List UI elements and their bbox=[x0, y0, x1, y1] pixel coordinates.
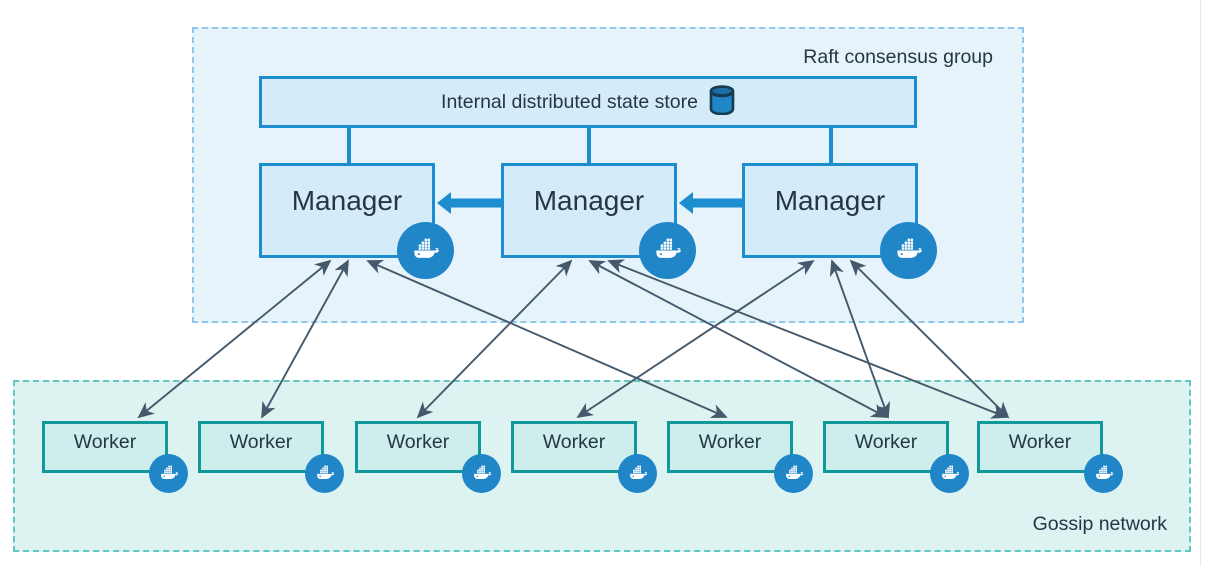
docker-whale-icon bbox=[929, 453, 969, 493]
worker-node-6[interactable]: Worker bbox=[823, 421, 949, 473]
worker-node-4[interactable]: Worker bbox=[511, 421, 637, 473]
gossip-network-label: Gossip network bbox=[1032, 513, 1167, 535]
docker-whale-icon bbox=[773, 453, 813, 493]
worker-node-7[interactable]: Worker bbox=[977, 421, 1103, 473]
raft-consensus-group-label: Raft consensus group bbox=[803, 46, 993, 68]
manager-label: Manager bbox=[291, 184, 403, 216]
worker-node-3[interactable]: Worker bbox=[355, 421, 481, 473]
docker-whale-icon bbox=[304, 453, 344, 493]
internal-distributed-state-store[interactable]: Internal distributed state store bbox=[259, 76, 917, 128]
manager-label: Manager bbox=[774, 184, 886, 216]
worker-label: Worker bbox=[229, 430, 293, 453]
worker-label: Worker bbox=[386, 430, 450, 453]
state-store-label: Internal distributed state store bbox=[441, 90, 698, 113]
docker-whale-icon bbox=[879, 221, 937, 279]
docker-whale-icon bbox=[1083, 453, 1123, 493]
docker-whale-icon bbox=[148, 453, 188, 493]
database-cylinder-icon bbox=[709, 84, 735, 120]
worker-label: Worker bbox=[542, 430, 606, 453]
docker-whale-icon bbox=[461, 453, 501, 493]
docker-whale-icon bbox=[617, 453, 657, 493]
worker-label: Worker bbox=[854, 430, 918, 453]
worker-node-2[interactable]: Worker bbox=[198, 421, 324, 473]
docker-whale-icon bbox=[638, 221, 696, 279]
manager-label: Manager bbox=[533, 184, 645, 216]
worker-label: Worker bbox=[698, 430, 762, 453]
worker-node-5[interactable]: Worker bbox=[667, 421, 793, 473]
worker-label: Worker bbox=[73, 430, 137, 453]
page-edge-divider bbox=[1200, 0, 1201, 566]
worker-label: Worker bbox=[1008, 430, 1072, 453]
docker-whale-icon bbox=[396, 221, 454, 279]
worker-node-1[interactable]: Worker bbox=[42, 421, 168, 473]
